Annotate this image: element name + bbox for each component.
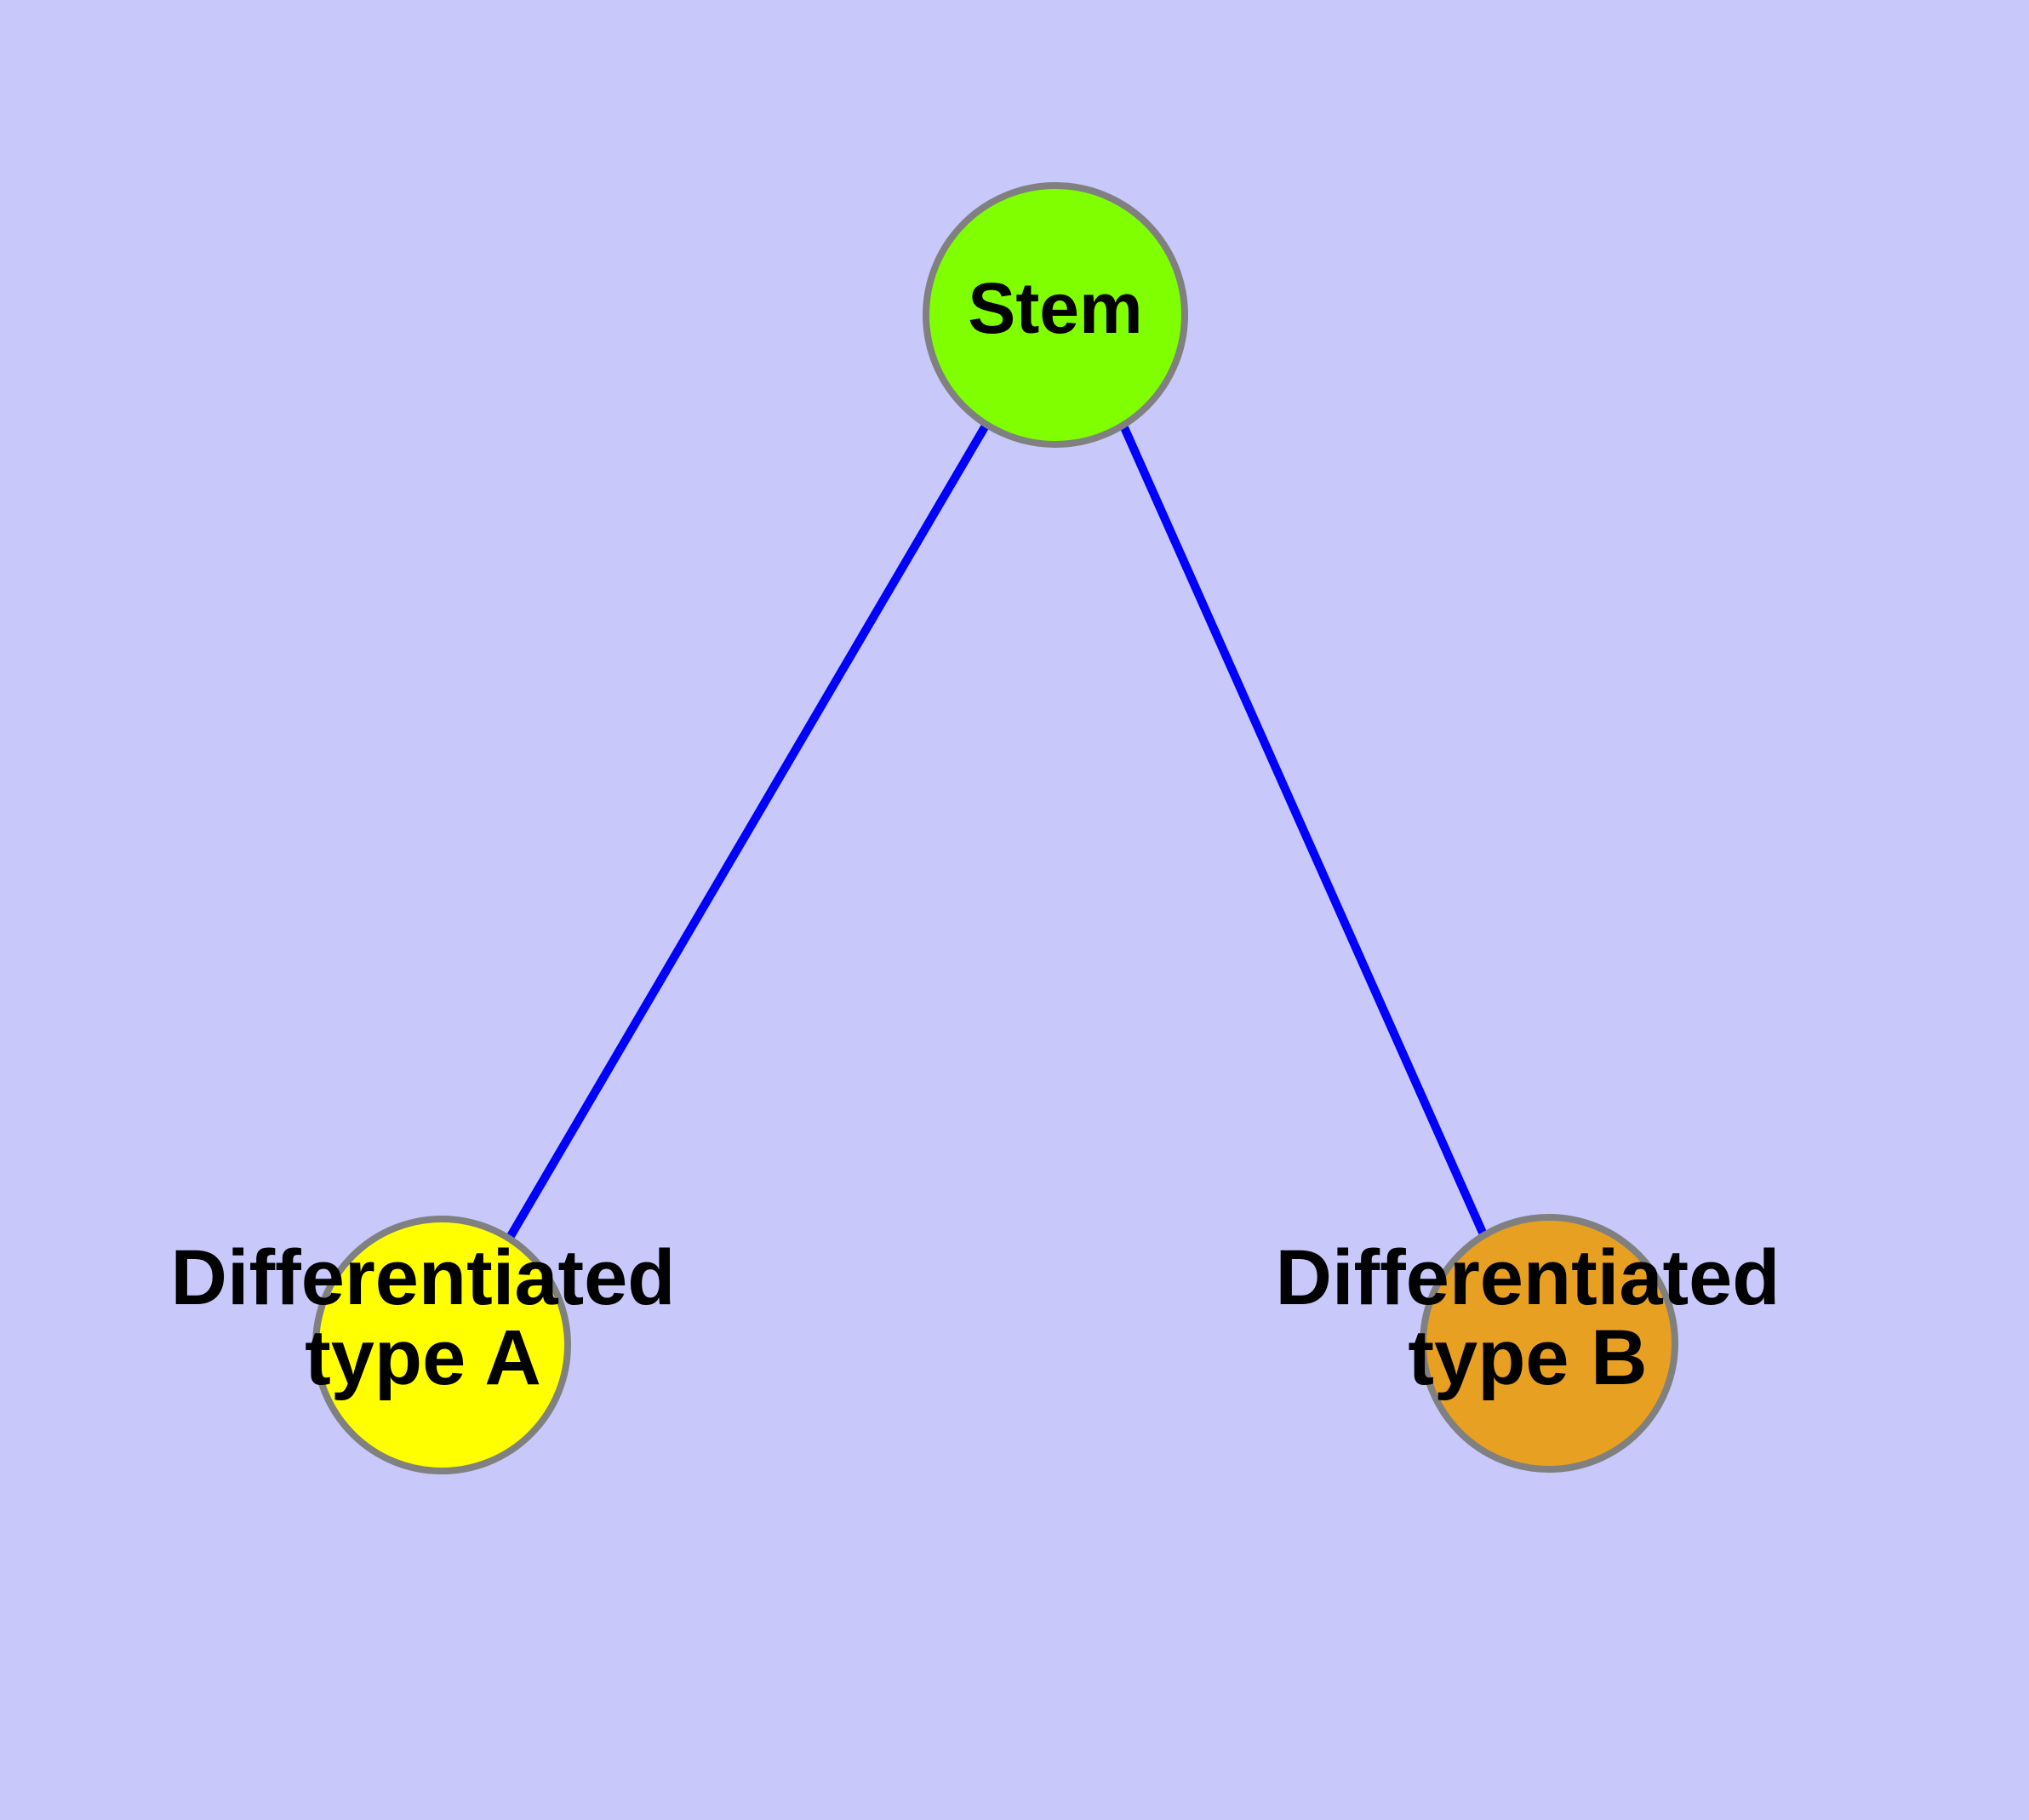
edge-stem-to-type-a[interactable] — [506, 423, 990, 1239]
node-type-a[interactable] — [312, 1216, 571, 1474]
edge-layer — [506, 423, 1487, 1239]
edge-stem-to-type-b[interactable] — [1119, 423, 1487, 1235]
node-type-b[interactable] — [1420, 1214, 1678, 1473]
node-stem[interactable] — [923, 182, 1188, 448]
node-layer — [312, 182, 1678, 1474]
